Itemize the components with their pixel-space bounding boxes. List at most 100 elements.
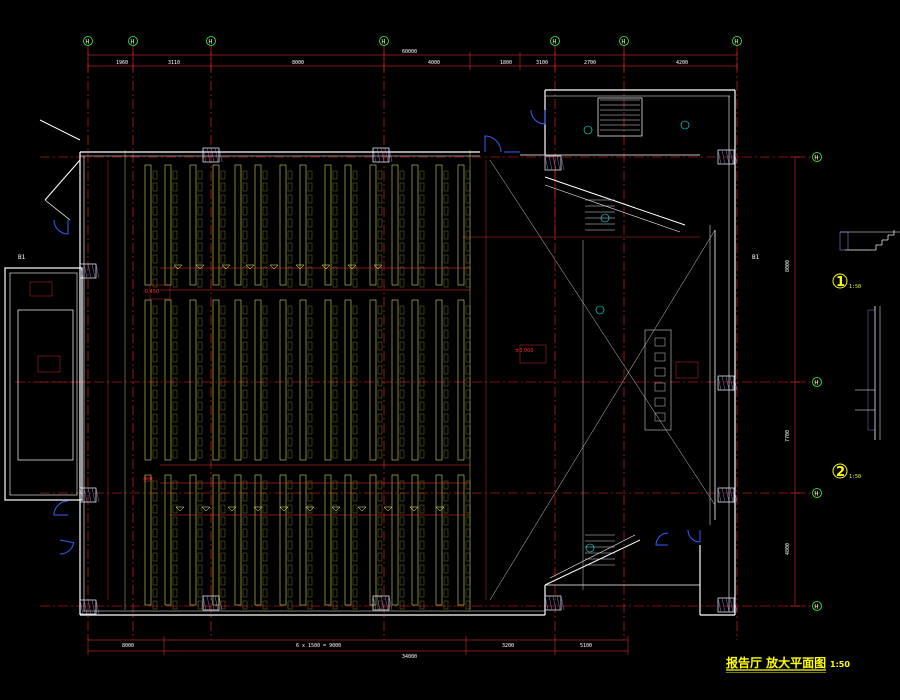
seat-chair [172, 230, 178, 240]
stair-ramp-north-inner [544, 184, 681, 233]
seat-chair [465, 576, 471, 586]
seat-row-column [344, 164, 352, 286]
seat-chair [332, 194, 338, 204]
seat-row-column [391, 164, 399, 286]
seat-chair [307, 254, 313, 264]
seat-row-column [254, 164, 262, 286]
column-hatch [556, 595, 561, 611]
seat-chair [377, 170, 383, 180]
seat-row-column [457, 474, 465, 606]
seat-chair [287, 365, 293, 375]
seat-chair [377, 305, 383, 315]
seat-chair [332, 600, 338, 610]
doors [53, 109, 701, 555]
seat-chair [332, 365, 338, 375]
seat-chair [352, 278, 358, 288]
seat-chair [242, 413, 248, 423]
seat-chair [419, 194, 425, 204]
seat-chair [307, 401, 313, 411]
seat-chair [352, 437, 358, 447]
seat-chair [377, 492, 383, 502]
seat-chair [465, 242, 471, 252]
seat-chair [172, 564, 178, 574]
seat-chair [172, 329, 178, 339]
seat-chair [220, 254, 226, 264]
column-hatch [210, 595, 215, 611]
seat-chair [443, 480, 449, 490]
seat-chair [152, 437, 158, 447]
seat-chair [172, 341, 178, 351]
seat-row-column [299, 164, 307, 286]
seat-chair [419, 552, 425, 562]
seat-chair [172, 389, 178, 399]
seat-row-column [254, 299, 262, 461]
seat-chair [399, 437, 405, 447]
seat-chair [242, 389, 248, 399]
seat-chair [377, 206, 383, 216]
seat-chair [287, 278, 293, 288]
seat-chair [152, 317, 158, 327]
elevation-mark [331, 506, 341, 512]
seat-chair [399, 576, 405, 586]
seat-chair [443, 278, 449, 288]
seat-chair [220, 552, 226, 562]
column-hatch [552, 595, 557, 611]
west-wedge-2 [44, 159, 81, 201]
seat-chair [465, 588, 471, 598]
seat-chair [352, 540, 358, 550]
seat-chair [352, 218, 358, 228]
west-annex-inner [9, 272, 78, 496]
seat-chair [220, 437, 226, 447]
seat-chair [307, 170, 313, 180]
seat-chair [287, 504, 293, 514]
seat-chair [352, 206, 358, 216]
seat-chair [152, 230, 158, 240]
seat-chair [399, 266, 405, 276]
seat-chair [287, 588, 293, 598]
elevation-mark [227, 506, 237, 512]
seat-row-column [189, 474, 197, 606]
seat-chair [377, 242, 383, 252]
seat-chair [242, 182, 248, 192]
seat-row-column [344, 474, 352, 606]
seat-chair [197, 305, 203, 315]
seat-chair [287, 242, 293, 252]
seat-chair [352, 413, 358, 423]
seat-chair [152, 329, 158, 339]
seat-chair [465, 341, 471, 351]
seat-chair [287, 194, 293, 204]
seat-chair [262, 182, 268, 192]
seat-chair [307, 242, 313, 252]
seat-chair [332, 516, 338, 526]
seat-chair [377, 329, 383, 339]
seat-row-column [234, 474, 242, 606]
seat-chair [220, 480, 226, 490]
column-hatch [91, 487, 96, 503]
seat-chair [332, 329, 338, 339]
seat-chair [172, 552, 178, 562]
seat-chair [197, 278, 203, 288]
seat-chair [352, 341, 358, 351]
seat-chair [197, 353, 203, 363]
column-hatch [79, 263, 84, 279]
detail-sections [839, 230, 900, 440]
seat-chair [399, 540, 405, 550]
seat-chair [172, 317, 178, 327]
seat-chair [332, 254, 338, 264]
seat-chair [197, 218, 203, 228]
seat-chair [419, 353, 425, 363]
seat-chair [332, 230, 338, 240]
seat-chair [465, 230, 471, 240]
seat-chair [242, 425, 248, 435]
seat-chair [465, 182, 471, 192]
seat-chair [152, 242, 158, 252]
seat-chair [419, 576, 425, 586]
column-hatch [83, 263, 88, 279]
seat-chair [465, 540, 471, 550]
seat-chair [242, 449, 248, 459]
column-hatch [372, 595, 377, 611]
seat-chair [152, 449, 158, 459]
column-hatch [733, 487, 738, 503]
seat-chair [419, 437, 425, 447]
seat-chair [399, 278, 405, 288]
